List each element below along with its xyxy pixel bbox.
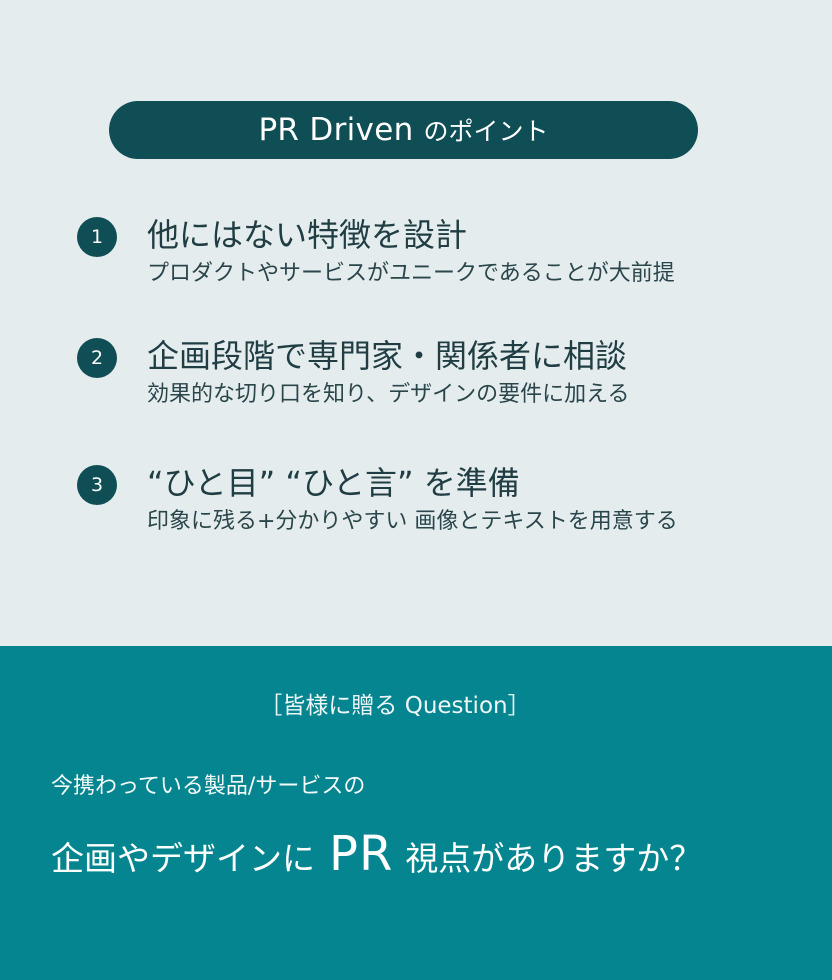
number-badge-3: 3 bbox=[77, 465, 117, 505]
point-title-2: 企画段階で専門家・関係者に相談 bbox=[147, 337, 628, 375]
question-main-after: 視点がありますか？ bbox=[405, 839, 703, 878]
points-section: PR Driven のポイント 1 他にはない特徴を設計 プロダクトやサービスが… bbox=[77, 101, 698, 534]
pr-driven-heading: PR Driven のポイント bbox=[109, 101, 698, 159]
question-section: ［皆様に贈る Question］ 今携わっている製品/サービスの 企画やデザイン… bbox=[0, 646, 832, 980]
question-main-before: 企画やデザインに bbox=[51, 839, 315, 878]
question-main: 企画やデザインに PR 視点がありますか？ bbox=[51, 826, 702, 882]
question-main-pr: PR bbox=[329, 826, 394, 882]
point-description-1: プロダクトやサービスがユニークであることが大前提 bbox=[147, 261, 675, 286]
heading-title: PR Driven bbox=[258, 112, 414, 148]
point-description-2: 効果的な切り口を知り、デザインの要件に加える bbox=[147, 382, 630, 407]
number-badge-2: 2 bbox=[77, 338, 117, 378]
number-badge-1: 1 bbox=[77, 217, 117, 257]
point-title-1: 他にはない特徴を設計 bbox=[147, 216, 468, 254]
point-title-3: “ひと目” “ひと言” を準備 bbox=[147, 464, 520, 502]
point-description-3: 印象に残る+分かりやすい 画像とテキストを用意する bbox=[147, 509, 678, 534]
heading-suffix: のポイント bbox=[423, 117, 549, 146]
question-lead: 今携わっている製品/サービスの bbox=[51, 774, 366, 799]
question-label: ［皆様に贈る Question］ bbox=[259, 693, 531, 719]
